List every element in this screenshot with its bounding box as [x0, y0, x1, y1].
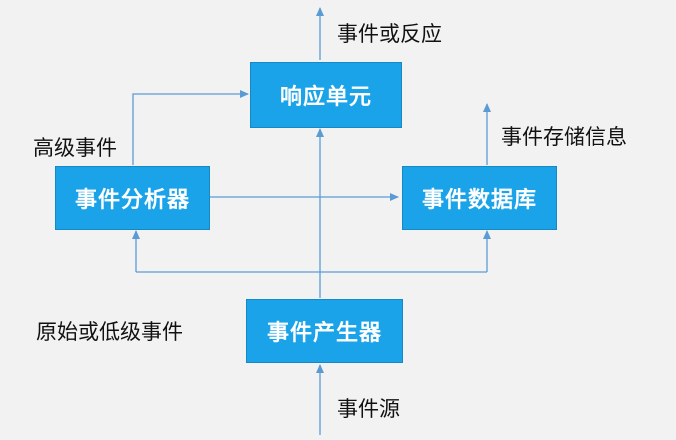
label-raw-or-low-level-event: 原始或低级事件 — [36, 320, 183, 344]
event-generator-box: 事件产生器 — [246, 299, 403, 363]
label-event-source: 事件源 — [337, 397, 400, 421]
arrow-analyzer-to-response — [132, 90, 249, 165]
label-high-level-event: 高级事件 — [33, 136, 117, 160]
response-unit-box: 响应单元 — [250, 62, 402, 128]
label-event-storage-info: 事件存储信息 — [501, 125, 627, 149]
event-analyzer-box: 事件分析器 — [55, 166, 210, 230]
event-database-box: 事件数据库 — [402, 166, 557, 230]
label-event-or-response: 事件或反应 — [337, 22, 442, 46]
